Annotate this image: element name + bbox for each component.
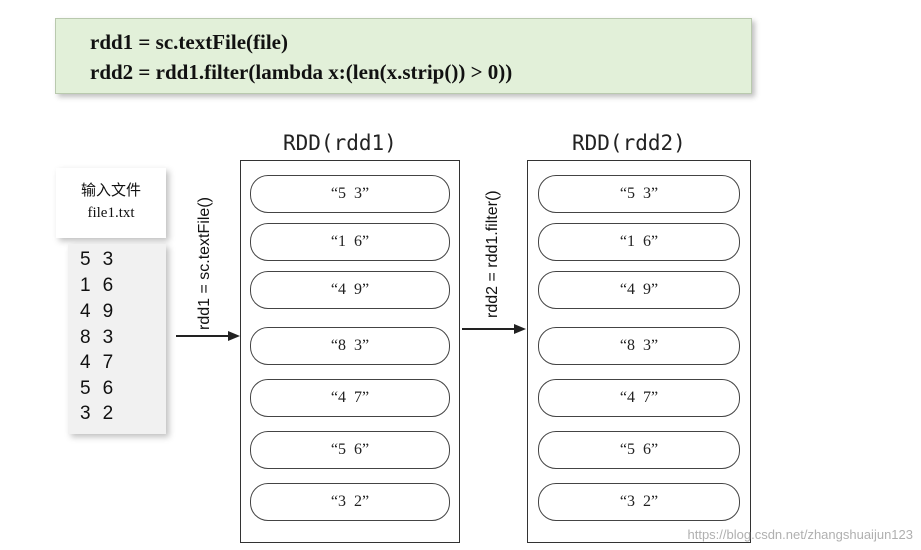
file-line: 8 3 xyxy=(80,327,114,348)
rdd2-partition: “3 2” xyxy=(538,483,740,521)
watermark: https://blog.csdn.net/zhangshuaijun123 xyxy=(687,527,913,542)
input-file-header: 输入文件 file1.txt xyxy=(56,168,166,238)
rdd2-partition: “4 9” xyxy=(538,271,740,309)
code-line-2: rdd2 = rdd1.filter(lambda x:(len(x.strip… xyxy=(90,60,513,84)
rdd2-label: RDD(rdd2) xyxy=(572,131,686,155)
file-line: 4 7 xyxy=(80,352,114,373)
rdd1-partition: “3 2” xyxy=(250,483,450,521)
rdd1-partition: “5 6” xyxy=(250,431,450,469)
rdd2-partition: “5 3” xyxy=(538,175,740,213)
code-box: rdd1 = sc.textFile(file) rdd2 = rdd1.fil… xyxy=(55,18,752,94)
file-line: 5 6 xyxy=(80,378,114,399)
rdd2-partition: “1 6” xyxy=(538,223,740,261)
rdd2-partition: “8 3” xyxy=(538,327,740,365)
arrow2-line xyxy=(462,328,516,330)
file-line: 1 6 xyxy=(80,275,114,296)
arrow2-label: rdd2 = rdd1.filter() xyxy=(484,190,501,318)
rdd2-box: “5 3” “1 6” “4 9” “8 3” “4 7” “5 6” “3 2… xyxy=(527,160,751,543)
arrow2-head xyxy=(514,324,526,334)
arrow1-line xyxy=(176,335,230,337)
rdd1-partition: “5 3” xyxy=(250,175,450,213)
rdd1-partition: “4 9” xyxy=(250,271,450,309)
rdd2-partition: “5 6” xyxy=(538,431,740,469)
file-line: 4 9 xyxy=(80,301,114,322)
arrow1-label: rdd1 = sc.textFile() xyxy=(196,197,213,330)
rdd1-partition: “8 3” xyxy=(250,327,450,365)
rdd1-partition: “1 6” xyxy=(250,223,450,261)
arrow1-head xyxy=(228,331,240,341)
rdd1-partition: “4 7” xyxy=(250,379,450,417)
rdd2-partition: “4 7” xyxy=(538,379,740,417)
input-file-content: 5 3 1 6 4 9 8 3 4 7 5 6 3 2 xyxy=(68,244,166,434)
input-file-name: file1.txt xyxy=(87,205,135,221)
input-file-title: 输入文件 xyxy=(80,182,141,199)
file-line: 5 3 xyxy=(80,249,114,270)
file-line: 3 2 xyxy=(80,403,114,424)
rdd1-label: RDD(rdd1) xyxy=(283,131,397,155)
code-line-1: rdd1 = sc.textFile(file) xyxy=(90,30,288,54)
rdd1-box: “5 3” “1 6” “4 9” “8 3” “4 7” “5 6” “3 2… xyxy=(240,160,460,543)
